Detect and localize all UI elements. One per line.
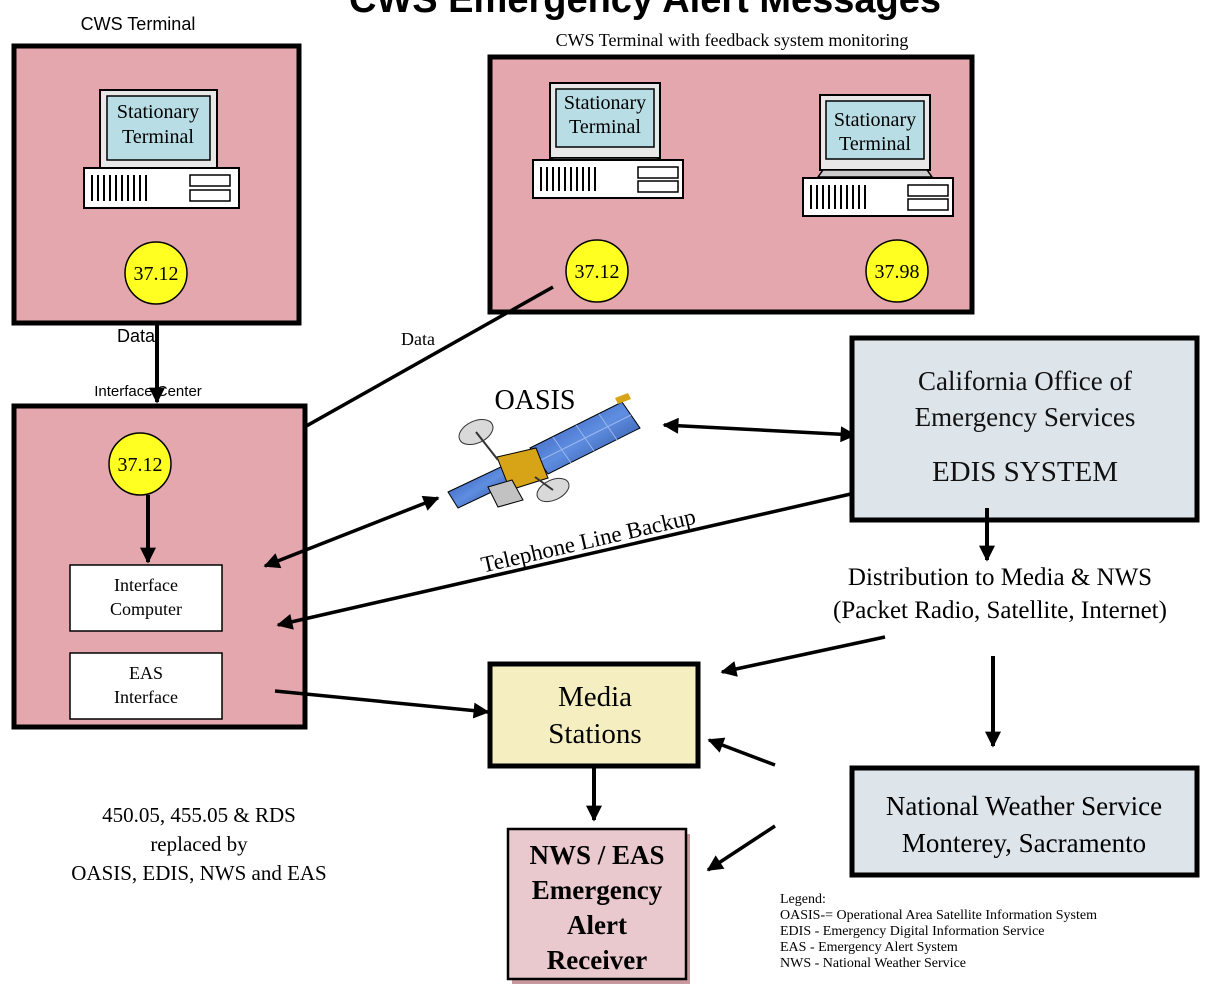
interface-center-caption: Interface Center bbox=[94, 383, 202, 400]
oes-label-3: EDIS SYSTEM bbox=[932, 456, 1118, 488]
distribution-label-2: (Packet Radio, Satellite, Internet) bbox=[833, 597, 1167, 624]
feedback-terminal1-label-2: Terminal bbox=[569, 116, 641, 138]
receiver-box bbox=[506, 827, 688, 981]
media-stations-box bbox=[487, 661, 701, 769]
frequency-badge bbox=[108, 432, 172, 496]
feedback-terminal-caption: CWS Terminal with feedback system monito… bbox=[556, 30, 909, 50]
nws-receiver-arrow bbox=[706, 824, 776, 872]
oasis-label: OASIS bbox=[495, 385, 576, 416]
legend-item: OASIS-= Operational Area Satellite Infor… bbox=[780, 908, 1097, 923]
cws-terminal-label-2: Terminal bbox=[122, 126, 194, 148]
stationary-terminal-monitor: Stationary Terminal bbox=[96, 89, 220, 181]
nws-label-1: National Weather Service bbox=[886, 791, 1162, 821]
frequency-badge bbox=[565, 239, 629, 303]
nws-label-2: Monterey, Sacramento bbox=[902, 828, 1146, 858]
distribution-media-arrow bbox=[720, 635, 886, 677]
computer-tower-icon bbox=[83, 167, 240, 209]
media-label-1: Media bbox=[558, 681, 632, 713]
feedback-frequency-2: 37.98 bbox=[875, 261, 920, 283]
diagram-title: CWS Emergency Alert Messages bbox=[349, 0, 941, 21]
frequency-badge bbox=[865, 239, 929, 303]
oes-edis-box bbox=[849, 335, 1200, 523]
legend: Legend: OASIS-= Operational Area Satelli… bbox=[780, 892, 1097, 971]
replaced-note-3: OASIS, EDIS, NWS and EAS bbox=[71, 861, 327, 885]
replaced-note-2: replaced by bbox=[150, 832, 248, 856]
interface-computer-box bbox=[69, 564, 223, 632]
legend-item: EAS - Emergency Alert System bbox=[780, 940, 958, 955]
oes-label-2: Emergency Services bbox=[915, 402, 1136, 432]
cws-terminal-label-1: Stationary bbox=[117, 101, 199, 123]
cws-terminal-caption: CWS Terminal bbox=[81, 14, 196, 34]
legend-item: EDIS - Emergency Digital Information Ser… bbox=[780, 924, 1045, 939]
interface-computer-label-2: Computer bbox=[110, 599, 182, 619]
data-label-2: Data bbox=[401, 329, 435, 349]
frequency-badge bbox=[124, 241, 188, 305]
legend-heading: Legend: bbox=[780, 892, 826, 907]
legend-item: NWS - National Weather Service bbox=[780, 956, 966, 971]
data-label-1: Data bbox=[117, 326, 156, 346]
nws-box bbox=[849, 765, 1200, 878]
cws-frequency: 37.12 bbox=[134, 263, 179, 285]
feedback-frequency-1: 37.12 bbox=[575, 261, 620, 283]
replaced-note-1: 450.05, 455.05 & RDS bbox=[102, 803, 296, 827]
eas-media-arrow bbox=[274, 689, 490, 719]
media-label-2: Stations bbox=[548, 718, 641, 750]
nws-media-arrow bbox=[707, 737, 776, 767]
computer-tower-icon bbox=[532, 159, 684, 199]
feedback-terminal2-label-1: Stationary bbox=[834, 109, 916, 131]
interface-frequency: 37.12 bbox=[118, 454, 163, 476]
feedback-terminal2-label-2: Terminal bbox=[839, 133, 911, 155]
telephone-backup-label: Telephone Line Backup bbox=[479, 504, 698, 578]
computer-tower-icon bbox=[802, 177, 954, 217]
interface-computer-label-1: Interface bbox=[114, 575, 178, 595]
receiver-label-3: Alert bbox=[567, 910, 627, 940]
receiver-label-2: Emergency bbox=[532, 875, 663, 905]
stationary-terminal-monitor-2: Stationary Terminal bbox=[816, 94, 934, 178]
receiver-label-1: NWS / EAS bbox=[529, 840, 664, 870]
eas-interface-box bbox=[69, 652, 223, 720]
oasis-oes-arrow bbox=[662, 417, 857, 443]
telephone-backup-arrow bbox=[276, 483, 879, 630]
oes-label-1: California Office of bbox=[918, 366, 1132, 396]
stationary-terminal-monitor-1: Stationary Terminal bbox=[546, 82, 664, 166]
eas-interface-label-2: Interface bbox=[114, 687, 178, 707]
distribution-label-1: Distribution to Media & NWS bbox=[848, 564, 1152, 591]
eas-interface-label-1: EAS bbox=[129, 663, 163, 683]
feedback-terminal1-label-1: Stationary bbox=[564, 92, 646, 114]
receiver-label-4: Receiver bbox=[547, 945, 647, 975]
